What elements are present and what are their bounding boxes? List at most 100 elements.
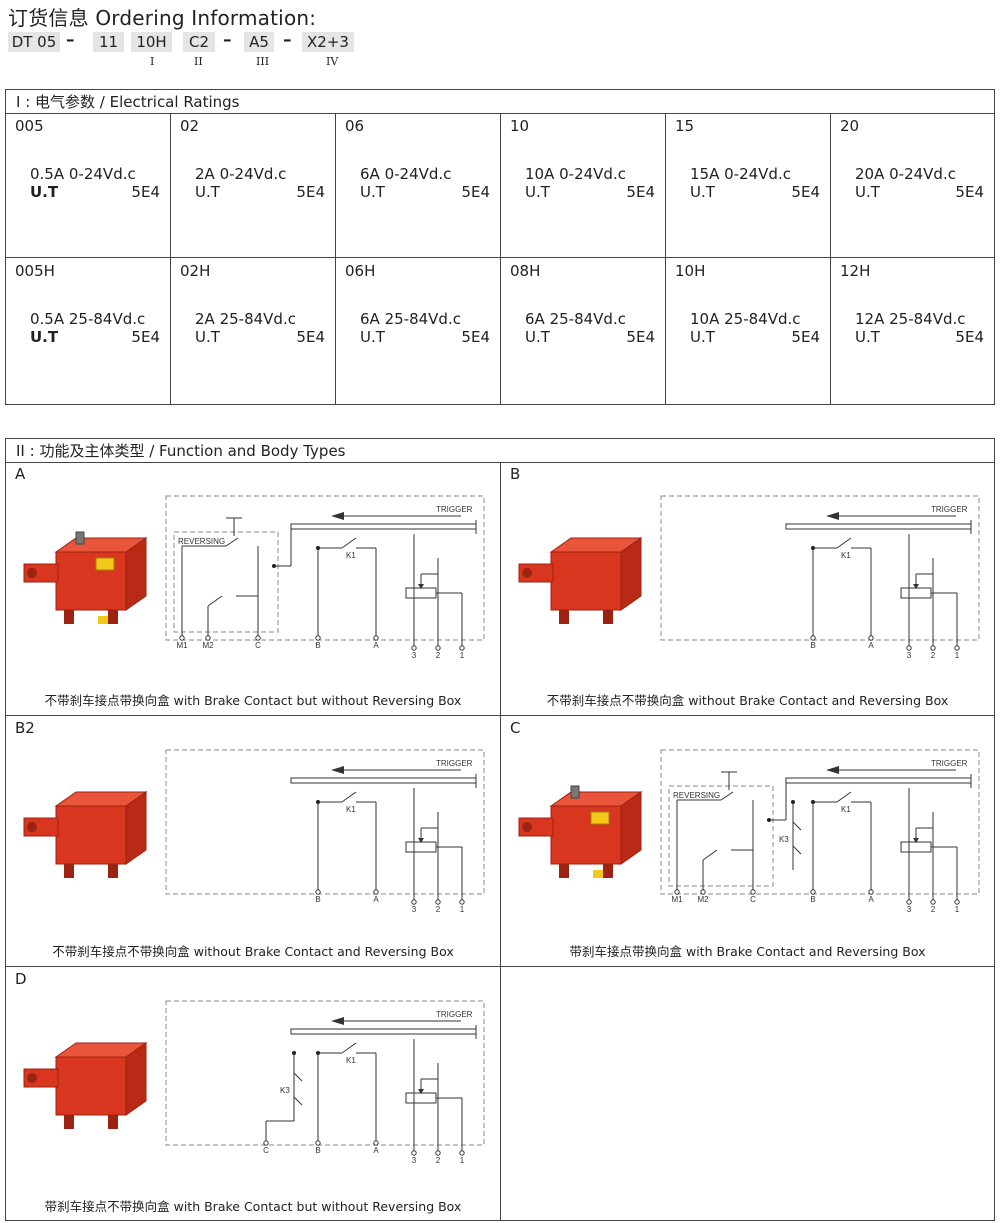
trigger-bar bbox=[290, 523, 477, 530]
k1-label: K1 bbox=[841, 551, 851, 560]
terminal-label: 1 bbox=[955, 905, 960, 914]
trigger-arrow bbox=[826, 766, 839, 774]
rating-current-voltage: 6A 25-84Vd.c bbox=[525, 310, 626, 328]
order-code-box: A5 bbox=[244, 32, 274, 52]
trigger-bar bbox=[785, 777, 972, 784]
order-code-box: DT 05 bbox=[8, 32, 60, 52]
terminal bbox=[255, 635, 261, 641]
switch-housing bbox=[55, 805, 127, 865]
terminal bbox=[906, 899, 912, 905]
trigger-arrow bbox=[331, 766, 344, 774]
rating-current-voltage: 10A 0-24Vd.c bbox=[525, 165, 626, 183]
trigger-hole bbox=[27, 1073, 37, 1083]
terminal bbox=[930, 645, 936, 651]
terminal-label: 3 bbox=[412, 905, 417, 914]
terminal-label: B bbox=[315, 895, 320, 904]
trigger-bar bbox=[785, 523, 972, 530]
terminal bbox=[373, 1140, 379, 1146]
terminal bbox=[459, 899, 465, 905]
k3-contact bbox=[293, 1072, 303, 1082]
order-code-index: I bbox=[150, 55, 155, 68]
terminal-label: B bbox=[315, 641, 320, 650]
schematic-enclosure bbox=[165, 495, 485, 641]
terminal-label: M1 bbox=[671, 895, 683, 904]
terminal-label: A bbox=[868, 895, 874, 904]
terminal bbox=[906, 645, 912, 651]
ut-label: U.T bbox=[690, 328, 715, 346]
terminal-label: 2 bbox=[931, 905, 936, 914]
trigger-label: TRIGGER bbox=[436, 759, 473, 768]
potentiometer bbox=[900, 587, 932, 599]
junction-dot bbox=[292, 1051, 296, 1055]
switch-housing bbox=[55, 551, 127, 611]
order-code-box: X2+3 bbox=[302, 32, 354, 52]
terminal-label: 2 bbox=[931, 651, 936, 660]
trigger-bar bbox=[290, 1028, 477, 1035]
electrical-ratings-title: I : 电气参数 / Electrical Ratings bbox=[6, 90, 994, 114]
schematic-enclosure bbox=[660, 749, 980, 895]
schematic-enclosure bbox=[660, 495, 980, 641]
rev-blade-1 bbox=[720, 791, 734, 801]
terminal-label: A bbox=[373, 641, 379, 650]
terminal-label: 3 bbox=[907, 905, 912, 914]
potentiometer bbox=[900, 841, 932, 853]
terminal-label: 3 bbox=[907, 651, 912, 660]
ut-value: 5E4 bbox=[791, 183, 820, 201]
trigger-label: TRIGGER bbox=[436, 505, 473, 514]
terminal bbox=[459, 645, 465, 651]
k3-contact bbox=[792, 845, 802, 855]
terminal bbox=[810, 889, 816, 895]
rating-code: 15 bbox=[675, 117, 695, 135]
terminal-plate bbox=[590, 811, 610, 825]
function-type-code: A bbox=[15, 465, 26, 483]
terminal bbox=[315, 635, 321, 641]
function-body-types-section: II : 功能及主体类型 / Function and Body Types A… bbox=[5, 438, 995, 1221]
reversing-lever bbox=[75, 531, 85, 545]
ut-label: U.T bbox=[855, 183, 880, 201]
schematic-enclosure bbox=[165, 1000, 485, 1146]
rating-code: 10 bbox=[510, 117, 530, 135]
terminal-label: B bbox=[810, 895, 815, 904]
k3-contact bbox=[293, 1096, 303, 1106]
terminal-label: M2 bbox=[697, 895, 709, 904]
terminal-label: 3 bbox=[412, 1156, 417, 1165]
function-body-types-title: II : 功能及主体类型 / Function and Body Types bbox=[6, 439, 994, 463]
terminal-label: M1 bbox=[176, 641, 188, 650]
rating-current-voltage: 10A 25-84Vd.c bbox=[690, 310, 801, 328]
wiper-arrow bbox=[418, 1089, 424, 1094]
terminal bbox=[435, 1150, 441, 1156]
function-type-code: D bbox=[15, 970, 27, 988]
switch-housing-side bbox=[620, 791, 642, 865]
rating-code: 02H bbox=[180, 262, 211, 280]
rating-code: 10H bbox=[675, 262, 706, 280]
trigger-label: TRIGGER bbox=[931, 505, 968, 514]
terminal bbox=[411, 645, 417, 651]
ut-label: U.T bbox=[360, 183, 385, 201]
function-type-code: B2 bbox=[15, 719, 35, 737]
order-code-dash: – bbox=[283, 30, 292, 50]
reversing-box bbox=[173, 531, 279, 633]
order-code-dash: – bbox=[223, 30, 232, 50]
switch-leg bbox=[603, 864, 613, 878]
ut-value: 5E4 bbox=[791, 328, 820, 346]
